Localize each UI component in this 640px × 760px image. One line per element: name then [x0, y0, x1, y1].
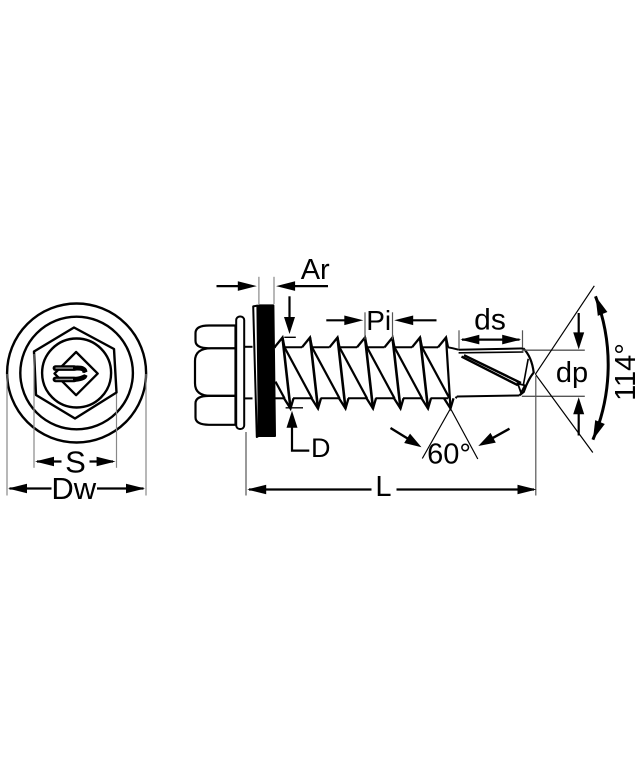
svg-text:Dw: Dw [51, 471, 96, 506]
svg-text:60°: 60° [427, 439, 471, 471]
svg-text:D: D [311, 433, 331, 463]
svg-text:Ar: Ar [301, 254, 330, 286]
svg-text:dp: dp [556, 357, 588, 389]
svg-text:ds: ds [474, 304, 506, 337]
svg-text:114°: 114° [610, 343, 640, 401]
svg-text:S: S [65, 444, 86, 479]
svg-text:L: L [375, 471, 391, 503]
svg-text:Pi: Pi [366, 305, 391, 336]
